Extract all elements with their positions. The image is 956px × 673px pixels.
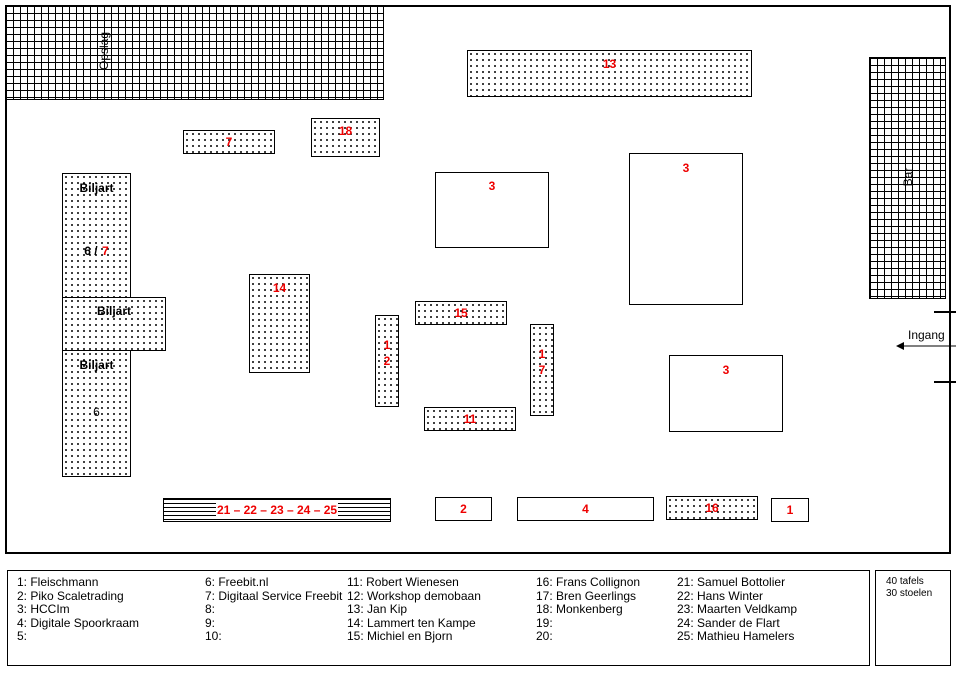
table-13: 13 — [467, 50, 752, 97]
table-7-label: 7 — [225, 135, 233, 149]
legend-item: 2: Piko Scaletrading — [17, 588, 124, 603]
billiard-1-number-a: 6 / — [84, 244, 98, 258]
table-1: 1 — [771, 498, 809, 522]
legend-column-1: 1: Fleischmann 2: Piko Scaletrading 3: H… — [17, 575, 140, 644]
table-7: 7 — [183, 130, 275, 154]
table-16: 16 — [666, 496, 758, 520]
table-17-label-b: 7 — [538, 363, 546, 377]
legend-item: 24: Sander de Flart — [677, 615, 780, 630]
legend-item: 22: Hans Winter — [677, 588, 764, 603]
billiard-table-1: Biljart 6 / 7 — [62, 173, 131, 299]
table-15: 15 — [415, 301, 507, 325]
summary-tables: 40 tafels — [886, 576, 924, 587]
billiard-table-2: Biljart — [62, 297, 166, 351]
table-4: 4 — [517, 497, 654, 521]
table-2-label: 2 — [460, 502, 467, 516]
legend-item: 7: Digitaal Service Freebit — [205, 588, 343, 603]
legend-item: 13: Jan Kip — [347, 602, 408, 617]
table-3-large: 3 — [629, 153, 743, 305]
table-3-middle-label: 3 — [488, 179, 496, 193]
table-16-label: 16 — [705, 501, 719, 515]
billiard-3-label: Biljart — [79, 358, 114, 372]
table-21-25: 21 – 22 – 23 – 24 – 25 — [163, 498, 391, 522]
legend-item: 17: Bren Geerlings — [536, 588, 637, 603]
table-12: 1 2 — [375, 315, 399, 407]
summary-box: 40 tafels 30 stoelen — [875, 570, 951, 666]
legend-item: 9: — [205, 615, 216, 630]
table-21-25-label: 21 – 22 – 23 – 24 – 25 — [215, 503, 339, 517]
table-17: 1 7 — [530, 324, 554, 416]
entrance-label: Ingang — [908, 328, 945, 342]
legend-column-4: 16: Frans Collignon 17: Bren Geerlings 1… — [536, 575, 641, 644]
legend-item: 11: Robert Wienesen — [347, 575, 459, 589]
table-4-label: 4 — [582, 502, 589, 516]
table-1-label: 1 — [786, 503, 794, 517]
legend-item: 14: Lammert ten Kampe — [347, 615, 476, 630]
legend-column-5: 21: Samuel Bottolier 22: Hans Winter 23:… — [677, 575, 798, 644]
billiard-1-number-b: 7 — [102, 244, 109, 258]
floor-plan — [5, 5, 951, 554]
table-18: 18 — [311, 118, 380, 157]
legend-item: 12: Workshop demobaan — [347, 588, 481, 603]
storage-area — [5, 5, 384, 100]
billiard-table-3: Biljart 6 — [62, 350, 131, 477]
legend-column-2: 6: Freebit.nl 7: Digitaal Service Freebi… — [205, 575, 343, 644]
bar-area — [869, 57, 946, 299]
entrance-marker-bottom — [934, 381, 956, 383]
summary-chairs: 30 stoelen — [886, 588, 933, 599]
legend-item: 10: — [205, 629, 222, 644]
billiard-1-numbers: 6 / 7 — [63, 242, 130, 260]
table-3-large-label: 3 — [682, 161, 690, 175]
table-14-label: 14 — [272, 281, 287, 295]
legend-item: 20: — [536, 629, 553, 644]
legend-box — [7, 570, 870, 666]
billiard-2-label: Biljart — [96, 304, 131, 318]
legend-item: 25: Mathieu Hamelers — [677, 629, 795, 644]
legend-item: 19: — [536, 615, 553, 630]
legend-column-3: 11: Robert Wienesen 12: Workshop demobaa… — [347, 575, 481, 644]
billiard-3-number: 6 — [93, 405, 100, 419]
table-18-label: 18 — [338, 124, 353, 138]
entrance-marker-top — [934, 311, 956, 313]
legend-item: 6: Freebit.nl — [205, 575, 269, 589]
table-11: 11 — [424, 407, 516, 431]
table-3-lower: 3 — [669, 355, 783, 432]
bar-label: Bar — [901, 167, 915, 187]
legend-item: 18: Monkenberg — [536, 602, 623, 617]
table-15-label: 15 — [454, 306, 468, 320]
table-12-label-b: 2 — [383, 354, 391, 368]
legend-item: 8: — [205, 602, 216, 617]
legend-item: 23: Maarten Veldkamp — [677, 602, 798, 617]
table-2: 2 — [435, 497, 492, 521]
legend-item: 1: Fleischmann — [17, 575, 99, 589]
legend-item: 4: Digitale Spoorkraam — [17, 615, 140, 630]
legend-item: 21: Samuel Bottolier — [677, 575, 786, 589]
table-3-lower-label: 3 — [722, 363, 730, 377]
table-14: 14 — [249, 274, 310, 373]
table-11-label: 11 — [463, 412, 477, 426]
legend-item: 3: HCCIm — [17, 602, 70, 617]
table-3-middle: 3 — [435, 172, 549, 248]
table-17-label-a: 1 — [538, 347, 546, 361]
legend-item: 16: Frans Collignon — [536, 575, 641, 589]
billiard-1-label: Biljart — [79, 181, 114, 195]
table-13-label: 13 — [602, 57, 617, 71]
legend-item: 15: Michiel en Bjorn — [347, 629, 453, 644]
legend-item: 5: — [17, 629, 28, 644]
storage-label: Opslag — [97, 31, 111, 71]
table-12-label-a: 1 — [383, 338, 391, 352]
entrance-arrow-icon — [896, 342, 956, 350]
